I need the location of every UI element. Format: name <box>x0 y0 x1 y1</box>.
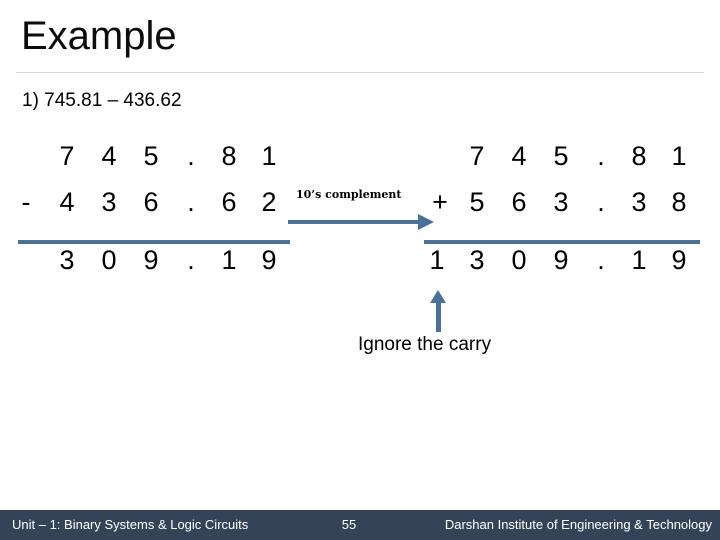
calc-digit: 4 <box>511 141 527 171</box>
title-divider <box>16 72 704 73</box>
tens-complement-addition-block: 7 4 5 . 8 1 + 5 6 3 . 3 8 1 3 0 9 . 1 9 <box>414 133 720 283</box>
calc-digit: 5 <box>469 187 485 217</box>
calc-digit: 4 <box>101 141 117 171</box>
operator-sign: - <box>21 187 31 217</box>
calc-digit: 6 <box>511 187 527 217</box>
calc-digit: 5 <box>143 141 159 171</box>
ignore-carry-label: Ignore the carry <box>358 334 492 355</box>
calc-row: 7 4 5 . 8 1 <box>0 133 310 179</box>
decimal-point: . <box>187 187 195 217</box>
page-title: Example <box>21 14 177 58</box>
up-arrow-head-icon <box>430 290 446 303</box>
calc-digit: 9 <box>553 245 569 275</box>
footer-bar: Unit – 1: Binary Systems & Logic Circuit… <box>0 510 720 540</box>
calc-row: 7 4 5 . 8 1 <box>414 133 720 179</box>
calc-digit: 5 <box>553 141 569 171</box>
decimal-point: . <box>597 141 605 171</box>
calc-digit: 6 <box>143 187 159 217</box>
calc-digit: 4 <box>59 187 75 217</box>
problem-statement: 1) 745.81 – 436.62 <box>22 90 182 111</box>
calc-row: - 4 3 6 . 6 2 <box>0 179 310 225</box>
right-arrow-head-icon <box>418 214 434 230</box>
calc-digit: 1 <box>221 245 237 275</box>
up-arrow-icon <box>436 300 441 332</box>
calc-digit: 3 <box>553 187 569 217</box>
carry-digit: 1 <box>429 245 445 275</box>
calc-digit: 8 <box>221 141 237 171</box>
calc-digit: 2 <box>261 187 277 217</box>
footer-page-number: 55 <box>341 517 357 532</box>
decimal-point: . <box>187 141 195 171</box>
calc-digit: 0 <box>511 245 527 275</box>
operator-sign: + <box>432 187 448 217</box>
calc-digit: 8 <box>631 141 647 171</box>
calc-digit: 6 <box>221 187 237 217</box>
footer-unit-label: Unit – 1: Binary Systems & Logic Circuit… <box>12 517 249 532</box>
decimal-point: . <box>597 245 605 275</box>
calc-row: 3 0 9 . 1 9 <box>0 237 310 283</box>
sum-divider-line <box>424 240 700 244</box>
calc-digit: 1 <box>261 141 277 171</box>
ignore-carry-annotation: Ignore the carry <box>350 290 590 358</box>
calc-digit: 0 <box>101 245 117 275</box>
calc-digit: 7 <box>469 141 485 171</box>
direct-subtraction-block: 7 4 5 . 8 1 - 4 3 6 . 6 2 3 0 9 . 1 9 <box>0 133 310 283</box>
calc-digit: 7 <box>59 141 75 171</box>
right-arrow-icon <box>288 220 422 224</box>
decimal-point: . <box>187 245 195 275</box>
calc-digit: 8 <box>671 187 687 217</box>
calc-digit: 9 <box>143 245 159 275</box>
tens-complement-label: 10’s complement <box>296 188 402 201</box>
calc-row: 1 3 0 9 . 1 9 <box>414 237 720 283</box>
calc-digit: 3 <box>631 187 647 217</box>
calc-digit: 3 <box>469 245 485 275</box>
sum-divider-line <box>18 240 290 244</box>
calc-digit: 3 <box>101 187 117 217</box>
calc-digit: 9 <box>671 245 687 275</box>
decimal-point: . <box>597 187 605 217</box>
calc-digit: 1 <box>631 245 647 275</box>
calc-digit: 9 <box>261 245 277 275</box>
footer-institute-label: Darshan Institute of Engineering & Techn… <box>444 517 712 532</box>
calc-digit: 1 <box>671 141 687 171</box>
calc-row: + 5 6 3 . 3 8 <box>414 179 720 225</box>
calc-digit: 3 <box>59 245 75 275</box>
tens-complement-annotation: 10’s complement <box>288 188 438 230</box>
